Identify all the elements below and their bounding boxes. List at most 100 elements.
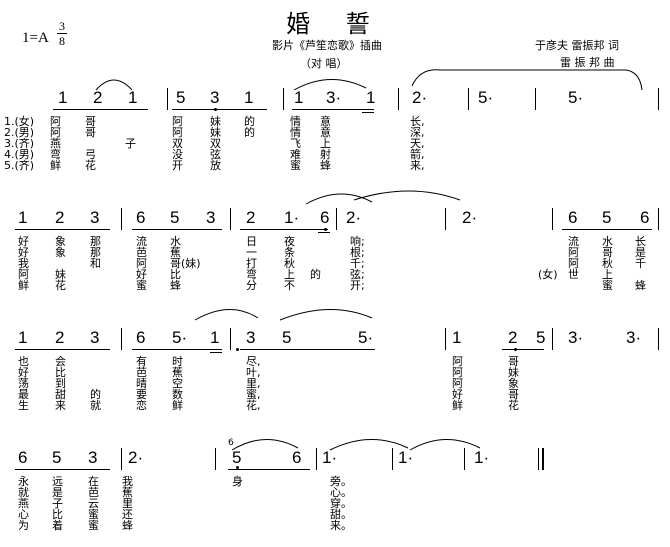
- note: 1: [128, 88, 138, 107]
- lyric: 象: [55, 246, 66, 259]
- lyric: 长: [635, 235, 646, 248]
- lyric: 来: [55, 399, 66, 412]
- lyric: 花: [508, 399, 519, 412]
- lyric: 来,: [410, 159, 425, 172]
- lyric: 弯: [50, 148, 61, 161]
- lyric: 阿: [18, 268, 29, 281]
- lyric: 蜜: [290, 159, 301, 172]
- lyric: 鲜: [18, 279, 29, 292]
- lyric: 里,: [246, 377, 261, 390]
- lyric: 花: [85, 159, 96, 172]
- lyric: 阿: [568, 246, 579, 259]
- lyric: 好: [18, 246, 29, 259]
- lyric: 是: [52, 486, 63, 499]
- lyric: 阿: [50, 115, 61, 128]
- lyric: 在: [88, 475, 99, 488]
- lyric: 花: [55, 279, 66, 292]
- lyric: 数: [172, 388, 183, 401]
- lyric: 会: [55, 355, 66, 368]
- lyric: 根;: [350, 246, 365, 259]
- lyric: 旁。: [330, 475, 352, 488]
- verse-label: 2.(男): [4, 126, 35, 139]
- lyric: 阿: [452, 366, 463, 379]
- lyric: 鲜: [50, 159, 61, 172]
- lyric: 是: [635, 246, 646, 259]
- lyric: 弓: [85, 148, 96, 161]
- lyric: 鲜: [172, 399, 183, 412]
- lyric: 花,: [246, 399, 261, 412]
- lyric: 生: [18, 399, 29, 412]
- note: 5: [536, 328, 546, 347]
- lyric: 射: [320, 148, 331, 161]
- lyric: 叶,: [246, 366, 261, 379]
- lyric: 阿: [452, 355, 463, 368]
- lyric: 我: [18, 257, 29, 270]
- lyric: 比: [170, 268, 181, 281]
- note: 5: [176, 88, 186, 107]
- lyric: 阿: [172, 115, 183, 128]
- duet-marking: （对 唱）: [300, 57, 348, 70]
- lyric: 还: [122, 508, 133, 521]
- lyric: 好: [18, 366, 29, 379]
- note: 1: [58, 88, 68, 107]
- verse-label: 5.(齐): [4, 159, 35, 172]
- note: 3: [206, 208, 216, 227]
- lyric: 阿: [452, 377, 463, 390]
- lyric: 阿: [172, 126, 183, 139]
- note: 1·: [284, 208, 300, 227]
- lyric: 飞: [290, 137, 301, 150]
- key-signature: 1=A: [22, 30, 49, 46]
- lyric: 长,: [410, 115, 425, 128]
- note: 3·: [568, 328, 584, 347]
- lyric: 阿: [136, 257, 147, 270]
- note: 6: [136, 328, 146, 347]
- note: 2: [246, 208, 256, 227]
- note: 6: [568, 208, 578, 227]
- lyricist-credit: 于彦夫 雷振邦 词: [535, 39, 619, 52]
- lyric: 永: [18, 475, 29, 488]
- note: 1: [210, 328, 220, 347]
- lyric: 夜: [284, 235, 295, 248]
- octave-dot: [236, 466, 239, 469]
- lyric: 我: [122, 475, 133, 488]
- lyric: 的: [244, 115, 255, 128]
- lyric: 意: [320, 126, 331, 139]
- note: 2·: [412, 88, 428, 107]
- lyric: 象: [508, 377, 519, 390]
- note: 5·: [568, 88, 584, 107]
- note: 3: [210, 88, 220, 107]
- lyric: 千;: [350, 257, 365, 270]
- lyric: 好: [136, 268, 147, 281]
- lyric: 蕉: [170, 246, 181, 259]
- grace-note: 6: [228, 438, 234, 448]
- lyric: 千: [635, 257, 646, 270]
- lyric: 为: [18, 519, 29, 532]
- lyric: 上: [320, 137, 331, 150]
- lyric: 没: [172, 148, 183, 161]
- lyric: 妹: [508, 366, 519, 379]
- note: 5·: [478, 88, 494, 107]
- lyric: 情: [290, 115, 301, 128]
- lyric: 云: [88, 497, 99, 510]
- lyric: 和: [90, 257, 101, 270]
- lyric: 开;: [350, 279, 365, 292]
- lyric: 条: [284, 246, 295, 259]
- note: 2: [55, 208, 65, 227]
- note: 1: [294, 88, 304, 107]
- note: 5·: [172, 328, 188, 347]
- lyric: 就: [18, 486, 29, 499]
- lyric: 里: [122, 497, 133, 510]
- note: 2·: [346, 208, 362, 227]
- lyric: 有: [136, 355, 147, 368]
- lyric: 时: [172, 355, 183, 368]
- lyric: 哥: [85, 115, 96, 128]
- lyric: 世: [568, 268, 579, 281]
- lyric: 蜂: [320, 159, 331, 172]
- lyric: 蜜: [88, 508, 99, 521]
- note: 2·: [462, 208, 478, 227]
- lyric: 哥(妹): [170, 257, 201, 270]
- lyric: 燕: [18, 497, 29, 510]
- lyric: 蜂: [122, 519, 133, 532]
- lyric: 芭: [88, 486, 99, 499]
